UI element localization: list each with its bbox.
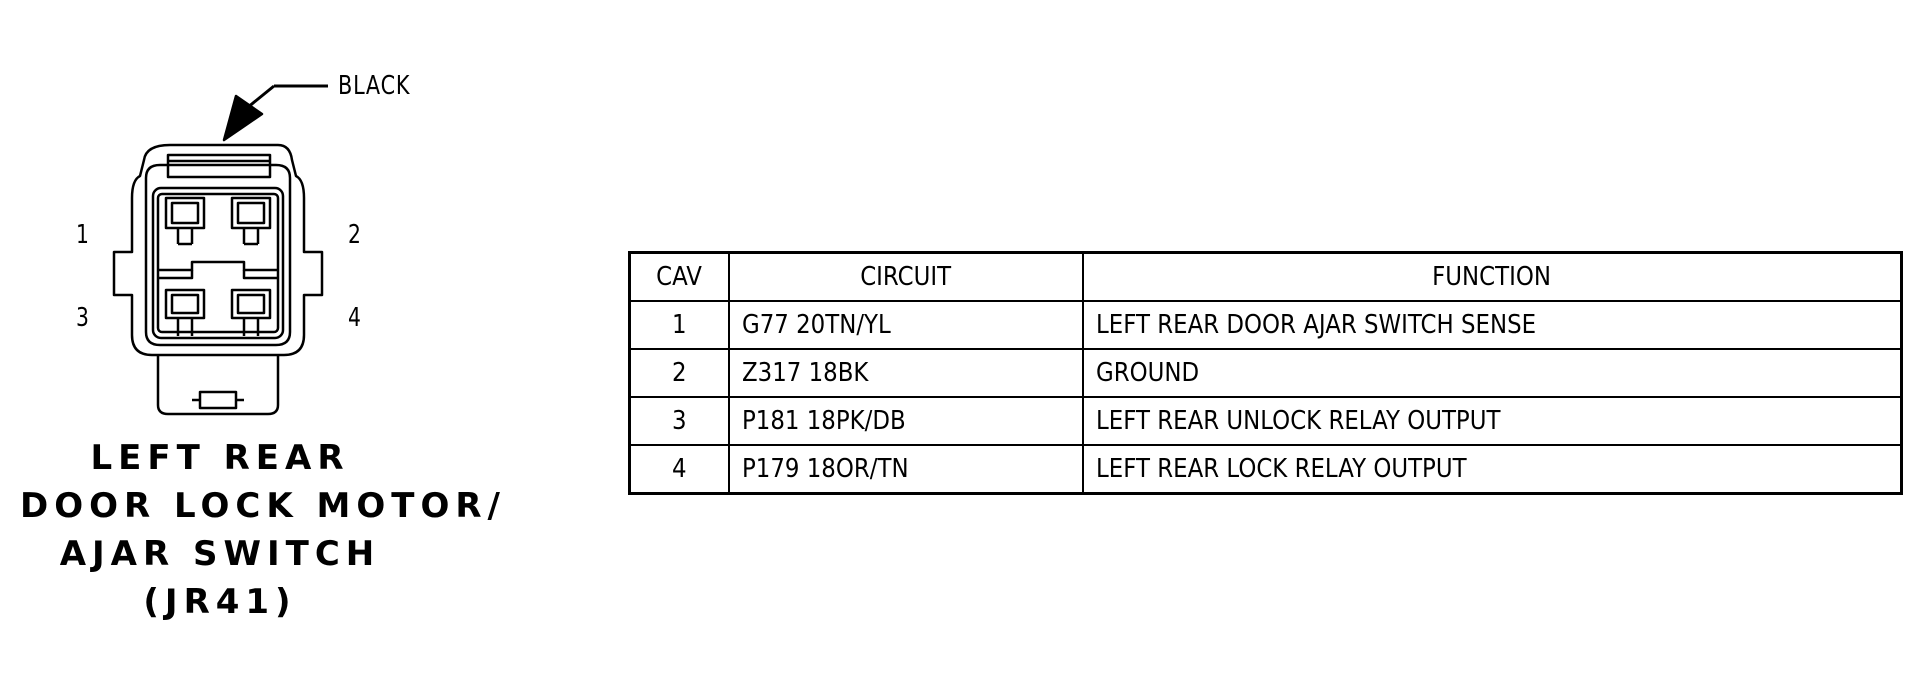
- cell-circuit: Z317 18BK: [727, 348, 1084, 398]
- table-row: 3 P181 18PK/DB LEFT REAR UNLOCK RELAY OU…: [628, 396, 1903, 446]
- connector-body: [112, 143, 324, 416]
- connector-title: LEFT REAR DOOR LOCK MOTOR/ AJAR SWITCH (…: [20, 434, 506, 626]
- cavity-4: [230, 288, 272, 336]
- table-row: 2 Z317 18BK GROUND: [628, 348, 1903, 398]
- title-line: DOOR LOCK MOTOR/: [20, 486, 506, 526]
- table-header-row: CAV CIRCUIT FUNCTION: [628, 251, 1903, 302]
- cell-function: LEFT REAR UNLOCK RELAY OUTPUT: [1081, 396, 1903, 446]
- header-function: FUNCTION: [1081, 251, 1903, 302]
- header-circuit: CIRCUIT: [727, 251, 1084, 302]
- color-callout-arrow: [222, 84, 328, 142]
- header-cav: CAV: [628, 251, 730, 302]
- cell-circuit: P181 18PK/DB: [727, 396, 1084, 446]
- cell-function: GROUND: [1081, 348, 1903, 398]
- cell-cav: 4: [628, 444, 730, 495]
- cell-cav: 1: [628, 300, 730, 350]
- pin-label-2: 2: [348, 220, 361, 250]
- table-row: 1 G77 20TN/YL LEFT REAR DOOR AJAR SWITCH…: [628, 300, 1903, 350]
- cell-cav: 2: [628, 348, 730, 398]
- connector-color-label: BLACK: [338, 71, 411, 101]
- cavity-1: [164, 196, 206, 246]
- pin-label-3: 3: [76, 303, 89, 333]
- cell-circuit: P179 18OR/TN: [727, 444, 1084, 495]
- cell-circuit: G77 20TN/YL: [727, 300, 1084, 350]
- cell-function: LEFT REAR DOOR AJAR SWITCH SENSE: [1081, 300, 1903, 350]
- cavity-3: [164, 288, 206, 336]
- pin-label-4: 4: [348, 303, 361, 333]
- title-line: AJAR SWITCH: [59, 534, 381, 574]
- cell-cav: 3: [628, 396, 730, 446]
- table-row: 4 P179 18OR/TN LEFT REAR LOCK RELAY OUTP…: [628, 444, 1903, 495]
- pin-function-table: CAV CIRCUIT FUNCTION 1 G77 20TN/YL LEFT …: [628, 251, 1903, 495]
- title-line: LEFT REAR: [90, 438, 350, 478]
- cavity-2: [230, 196, 272, 246]
- title-line: (JR41): [143, 582, 297, 622]
- pin-label-1: 1: [76, 220, 89, 250]
- cell-function: LEFT REAR LOCK RELAY OUTPUT: [1081, 444, 1903, 495]
